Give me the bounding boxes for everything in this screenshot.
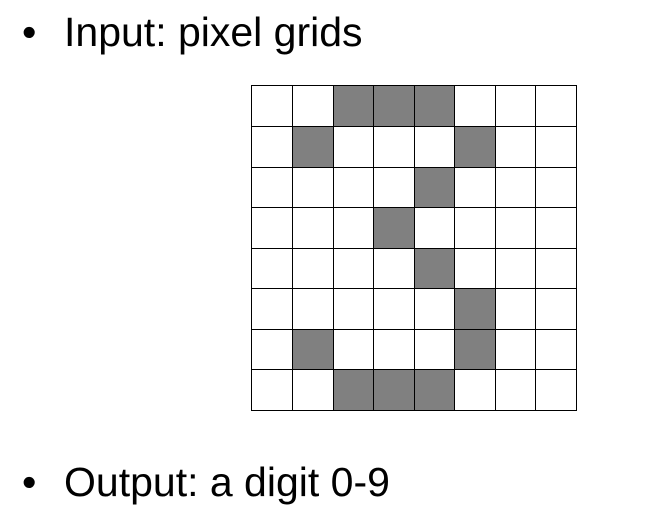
pixel-cell-empty — [454, 167, 495, 208]
pixel-cell-empty — [535, 126, 576, 167]
pixel-cell-empty — [535, 86, 576, 127]
pixel-cell-empty — [252, 207, 293, 248]
pixel-cell-empty — [292, 86, 333, 127]
pixel-cell-empty — [373, 167, 414, 208]
pixel-cell-filled — [454, 329, 495, 370]
bullet-point: • — [22, 459, 37, 505]
pixel-cell-empty — [292, 248, 333, 289]
pixel-cell-empty — [373, 126, 414, 167]
pixel-cell-empty — [252, 126, 293, 167]
pixel-cell-empty — [535, 207, 576, 248]
pixel-cell-empty — [454, 369, 495, 410]
pixel-cell-empty — [252, 288, 293, 329]
pixel-cell-empty — [333, 126, 374, 167]
pixel-cell-empty — [454, 248, 495, 289]
pixel-cell-empty — [535, 288, 576, 329]
pixel-cell-empty — [292, 207, 333, 248]
pixel-cell-empty — [535, 248, 576, 289]
pixel-cell-empty — [495, 369, 536, 410]
pixel-cell-filled — [414, 369, 455, 410]
grid-line-horizontal — [252, 207, 576, 208]
pixel-cell-empty — [414, 207, 455, 248]
pixel-cell-empty — [252, 86, 293, 127]
bullet-point: • — [22, 9, 37, 55]
pixel-cell-empty — [414, 288, 455, 329]
pixel-cell-filled — [292, 329, 333, 370]
grid-line-horizontal — [252, 288, 576, 289]
pixel-cell-empty — [454, 207, 495, 248]
pixel-cell-empty — [333, 167, 374, 208]
pixel-cell-empty — [454, 86, 495, 127]
bullet-output: • Output: a digit 0-9 — [22, 462, 390, 503]
pixel-cell-empty — [333, 207, 374, 248]
pixel-cell-empty — [495, 288, 536, 329]
grid-line-horizontal — [252, 166, 576, 168]
pixel-cell-empty — [373, 248, 414, 289]
pixel-cell-filled — [414, 86, 455, 127]
pixel-cell-filled — [454, 126, 495, 167]
pixel-cell-empty — [252, 369, 293, 410]
pixel-cell-empty — [373, 288, 414, 329]
pixel-cell-empty — [333, 288, 374, 329]
pixel-cell-empty — [292, 369, 333, 410]
pixel-cell-empty — [495, 167, 536, 208]
pixel-cell-filled — [333, 369, 374, 410]
bullet-input: • Input: pixel grids — [22, 12, 363, 53]
output-description: Output: a digit 0-9 — [64, 459, 390, 505]
pixel-cell-filled — [333, 86, 374, 127]
pixel-cell-empty — [535, 167, 576, 208]
input-description: Input: pixel grids — [64, 9, 363, 55]
pixel-cell-empty — [535, 329, 576, 370]
pixel-cell-empty — [292, 167, 333, 208]
grid-line-horizontal — [252, 328, 576, 330]
pixel-cell-empty — [535, 369, 576, 410]
pixel-cell-empty — [252, 329, 293, 370]
pixel-cell-empty — [333, 329, 374, 370]
pixel-cell-empty — [373, 329, 414, 370]
pixel-cell-empty — [495, 248, 536, 289]
pixel-cell-empty — [495, 86, 536, 127]
pixel-cell-filled — [373, 369, 414, 410]
pixel-cell-empty — [414, 126, 455, 167]
pixel-cell-empty — [292, 288, 333, 329]
grid-line-horizontal — [252, 369, 576, 370]
pixel-cell-empty — [252, 167, 293, 208]
grid-line-horizontal — [252, 126, 576, 127]
pixel-cell-empty — [495, 329, 536, 370]
pixel-cell-empty — [495, 126, 536, 167]
pixel-cell-empty — [495, 207, 536, 248]
pixel-cell-empty — [252, 248, 293, 289]
pixel-cell-filled — [373, 86, 414, 127]
pixel-cell-filled — [414, 167, 455, 208]
pixel-cell-filled — [414, 248, 455, 289]
pixel-cell-filled — [373, 207, 414, 248]
pixel-cell-empty — [333, 248, 374, 289]
pixel-cell-filled — [292, 126, 333, 167]
pixel-cell-filled — [454, 288, 495, 329]
pixel-cell-empty — [414, 329, 455, 370]
grid-line-horizontal — [252, 247, 576, 249]
pixel-grid — [251, 85, 577, 411]
